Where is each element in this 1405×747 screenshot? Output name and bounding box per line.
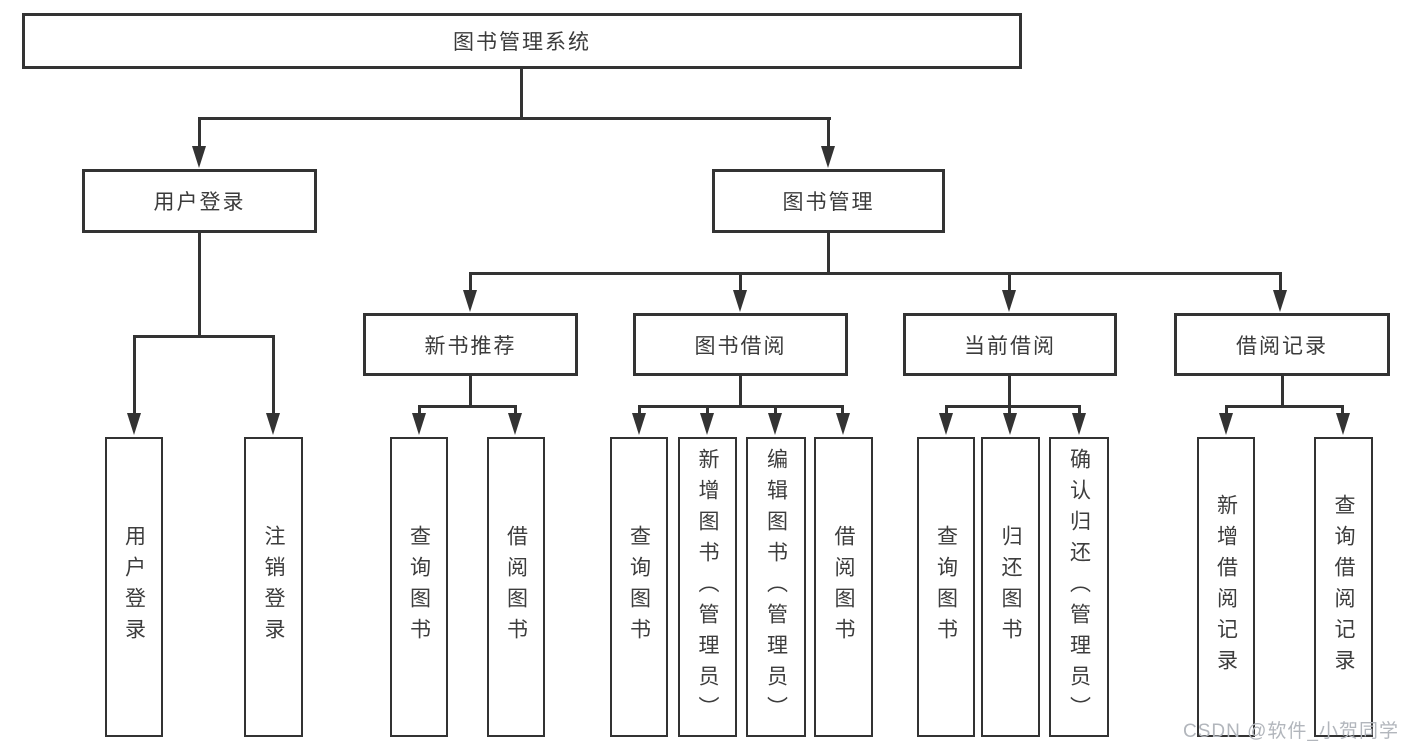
leaf-query-books-recommend: 查询图书 (390, 437, 448, 737)
arrowhead-down-icon (821, 146, 835, 168)
connector-line (272, 335, 275, 415)
leaf-confirm-return-admin: 确认归还（管理员） (1049, 437, 1109, 737)
leaf-label: 新增借阅记录 (1214, 494, 1238, 680)
arrowhead-down-icon (1219, 413, 1233, 435)
arrowhead-down-icon (412, 413, 426, 435)
connector-line (1281, 376, 1284, 407)
connector-line (706, 405, 709, 417)
arrowhead-down-icon (1003, 413, 1017, 435)
leaf-return-books: 归还图书 (981, 437, 1040, 737)
connector-line (1225, 405, 1344, 408)
leaf-user-login: 用户登录 (105, 437, 163, 737)
node-current-borrow: 当前借阅 (903, 313, 1117, 376)
arrowhead-down-icon (463, 290, 477, 312)
node-root: 图书管理系统 (22, 13, 1022, 69)
leaf-label: 借阅图书 (832, 525, 855, 649)
connector-line (827, 233, 830, 274)
node-book-management: 图书管理 (712, 169, 945, 233)
connector-line (1225, 405, 1228, 417)
connector-line (945, 405, 948, 417)
connector-line (198, 233, 201, 337)
leaf-label: 编辑图书（管理员） (764, 447, 788, 727)
connector-line (198, 117, 201, 150)
connector-line (1078, 405, 1081, 417)
leaf-label: 用户登录 (122, 525, 146, 649)
arrowhead-down-icon (1072, 413, 1086, 435)
connector-line (1008, 272, 1011, 292)
leaf-add-book-admin: 新增图书（管理员） (678, 437, 737, 737)
node-user-login: 用户登录 (82, 169, 317, 233)
leaf-query-books-current: 查询图书 (917, 437, 975, 737)
leaf-label: 确认归还（管理员） (1067, 447, 1091, 727)
leaf-add-borrow-record: 新增借阅记录 (1197, 437, 1255, 737)
connector-line (638, 405, 641, 417)
arrowhead-down-icon (508, 413, 522, 435)
connector-line (198, 117, 831, 120)
leaf-label: 新增图书（管理员） (696, 447, 719, 727)
leaf-label: 归还图书 (999, 525, 1022, 649)
connector-line (841, 405, 844, 417)
connector-line (133, 335, 275, 338)
connector-line (1279, 272, 1282, 292)
connector-line (739, 376, 742, 407)
connector-line (774, 405, 777, 417)
arrowhead-down-icon (768, 413, 782, 435)
arrowhead-down-icon (127, 413, 141, 435)
arrowhead-down-icon (1002, 290, 1016, 312)
connector-line (469, 272, 1282, 275)
connector-line (1008, 405, 1011, 417)
node-borrow-records: 借阅记录 (1174, 313, 1390, 376)
connector-line (469, 272, 472, 292)
leaf-label: 借阅图书 (504, 525, 528, 649)
connector-line (133, 335, 136, 415)
connector-line (638, 405, 844, 408)
leaf-borrow-books-borrow: 借阅图书 (814, 437, 873, 737)
leaf-label: 查询图书 (934, 525, 958, 649)
connector-line (1341, 405, 1344, 417)
connector-line (1008, 376, 1011, 407)
arrowhead-down-icon (266, 413, 280, 435)
arrowhead-down-icon (700, 413, 714, 435)
connector-line (520, 69, 523, 119)
arrowhead-down-icon (1273, 290, 1287, 312)
connector-line (418, 405, 516, 408)
leaf-query-books-borrow: 查询图书 (610, 437, 668, 737)
arrowhead-down-icon (733, 290, 747, 312)
arrowhead-down-icon (836, 413, 850, 435)
connector-line (514, 405, 517, 417)
node-book-borrow: 图书借阅 (633, 313, 848, 376)
arrowhead-down-icon (632, 413, 646, 435)
arrowhead-down-icon (939, 413, 953, 435)
leaf-logout: 注销登录 (244, 437, 303, 737)
leaf-query-borrow-record: 查询借阅记录 (1314, 437, 1373, 737)
connector-line (945, 405, 1081, 408)
connector-line (739, 272, 742, 292)
leaf-borrow-books-recommend: 借阅图书 (487, 437, 545, 737)
leaf-label: 注销登录 (262, 525, 285, 649)
connector-line (827, 117, 830, 150)
arrowhead-down-icon (192, 146, 206, 168)
leaf-label: 查询图书 (407, 525, 431, 649)
leaf-label: 查询图书 (627, 525, 651, 649)
leaf-edit-book-admin: 编辑图书（管理员） (746, 437, 806, 737)
connector-line (418, 405, 421, 417)
csdn-watermark: CSDN @软件_小贺同学 (1183, 721, 1399, 742)
connector-line (469, 376, 472, 407)
node-new-book-recommend: 新书推荐 (363, 313, 578, 376)
arrowhead-down-icon (1336, 413, 1350, 435)
leaf-label: 查询借阅记录 (1332, 494, 1355, 680)
